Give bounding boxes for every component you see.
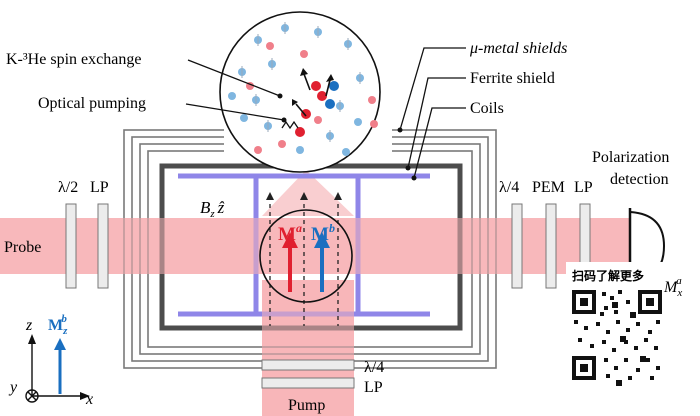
quarter-wave-plate-right [511,203,523,289]
label-half-wave: λ/2 [58,179,78,196]
label-quarter-wave-pump: λ/4 [364,359,384,376]
qr-code-pattern [572,290,662,386]
coordinate-axes [25,340,84,403]
label-quarter-wave-right: λ/4 [499,179,519,196]
label-polarization: Polarization [592,149,669,166]
mzb-label: Mzb [48,313,68,337]
axis-y-label: y [8,379,18,396]
quarter-wave-plate-pump [261,359,355,371]
pem-element [545,203,557,289]
label-mu-metal: μ-metal shields [469,40,567,57]
m-a-label: Ma [278,221,302,245]
label-lp-right: LP [574,179,593,196]
label-optical-pumping: Optical pumping [38,95,146,112]
pump-dashed-lines [269,196,339,326]
label-detection: detection [610,171,669,188]
label-spin-exchange: K-³He spin exchange [6,51,141,68]
qr-caption: 扫码了解更多 [572,268,644,283]
zoom-circle [219,11,381,173]
m-b-arrow [314,232,330,292]
mzb-arrow [54,338,66,394]
label-pem: PEM [532,179,565,196]
label-probe: Probe [4,239,41,256]
linear-polarizer-pump [261,377,355,389]
label-lp-pump: LP [364,379,383,396]
label-coils: Coils [470,100,504,117]
m-a-arrow [282,232,298,292]
qr-code-overlay: 扫码了解更多 [566,262,666,390]
m-b-label: Mb [311,221,335,245]
half-wave-plate-left [65,203,77,289]
pump-cone [262,170,354,216]
label-ferrite: Ferrite shield [470,70,555,87]
label-lp-left: LP [90,179,109,196]
mxa-label: Mxa [663,275,682,299]
label-pump: Pump [288,397,325,414]
leader-lines [185,47,466,179]
axis-z-label: z [25,317,33,334]
axis-x-label: x [85,391,93,408]
linear-polarizer-left [97,203,109,289]
atoms [228,22,378,156]
vapor-cell [259,209,353,303]
